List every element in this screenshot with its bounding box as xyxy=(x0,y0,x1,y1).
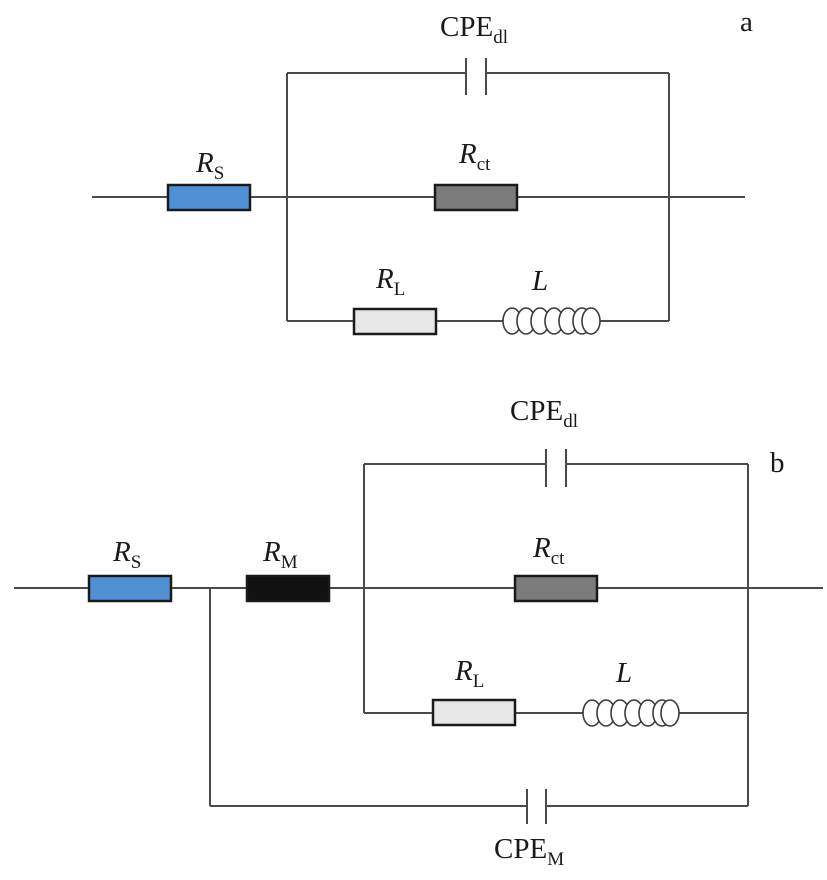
rl-label-a: RL xyxy=(375,263,405,300)
rm-label-b: RM xyxy=(262,536,298,573)
cpe-dl-label-b: CPEdl xyxy=(510,395,578,432)
rct-resistor-b xyxy=(513,574,599,603)
rct-label-a: Rct xyxy=(458,138,491,175)
rct-resistor-a xyxy=(433,183,519,212)
circuit-a: CPEdl a RS Rct RL L xyxy=(92,6,753,336)
panel-label-a: a xyxy=(740,6,753,38)
rs-resistor-a xyxy=(166,183,252,212)
rm-resistor-b xyxy=(245,574,331,603)
rs-label-b: RS xyxy=(112,536,141,573)
rl-label-b: RL xyxy=(454,655,484,692)
rs-label-a: RS xyxy=(195,147,224,184)
inductor-label-b: L xyxy=(615,657,632,689)
cpe-dl-label-a: CPEdl xyxy=(440,11,508,48)
circuit-b: CPEdl b RS RM Rct RL L CPEM xyxy=(14,395,823,870)
inductor-coil-b xyxy=(582,699,680,727)
cpe-m-label-b: CPEM xyxy=(494,833,564,870)
inductor-label-a: L xyxy=(531,265,548,297)
inductor-coil-a xyxy=(502,307,601,335)
panel-label-b: b xyxy=(770,447,785,479)
rct-label-b: Rct xyxy=(532,532,565,569)
rl-resistor-a xyxy=(352,307,438,336)
rs-resistor-b xyxy=(87,574,173,603)
rl-resistor-b xyxy=(431,698,517,727)
